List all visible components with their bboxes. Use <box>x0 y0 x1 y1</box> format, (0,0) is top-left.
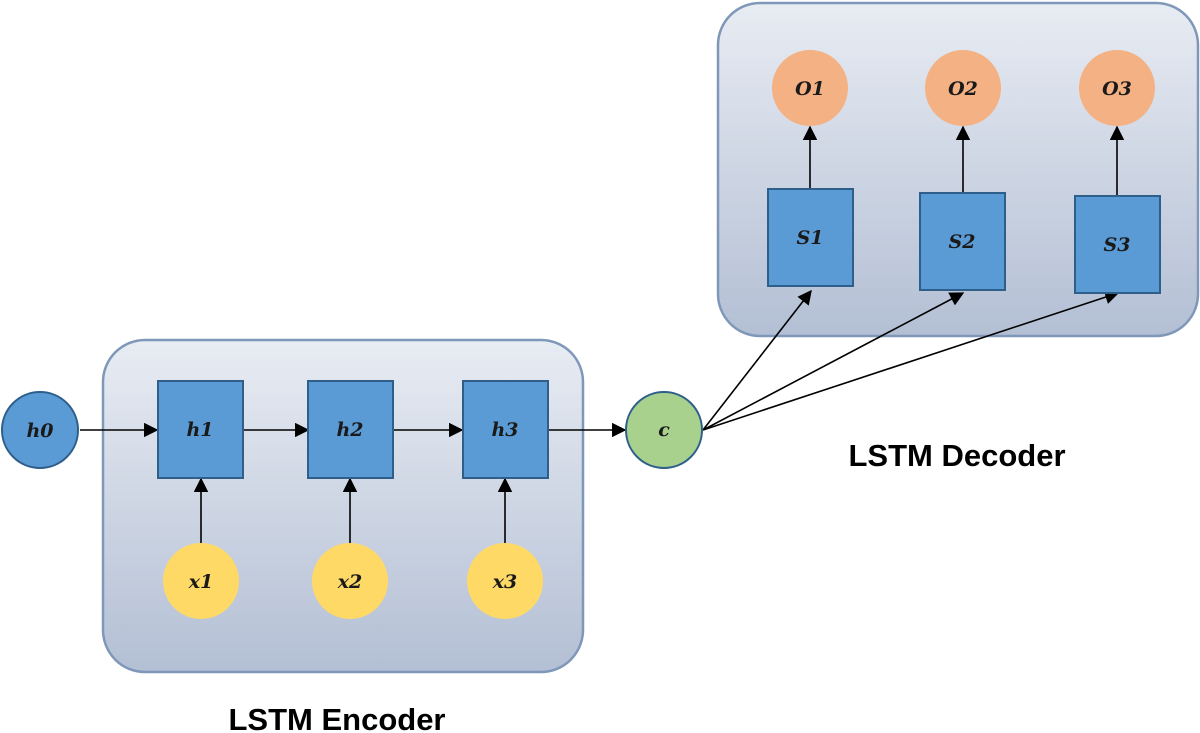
decoder-output-node-1 <box>772 50 848 126</box>
encoder-input-label-3: x3 <box>492 571 518 593</box>
encoder-hidden-box-1 <box>157 380 244 479</box>
encoder-title: LSTM Encoder <box>228 702 445 733</box>
initial-hidden-label: h0 <box>26 420 53 442</box>
decoder-state-label-3: S3 <box>1104 234 1131 256</box>
decoder-title: LSTM Decoder <box>848 438 1065 473</box>
edge-c-s2 <box>702 292 965 431</box>
decoder-state-label-2: S2 <box>949 231 976 253</box>
encoder-hidden-box-3 <box>462 380 549 479</box>
encoder-input-node-2 <box>312 543 388 619</box>
encoder-hidden-label-3: h3 <box>491 419 518 441</box>
initial-hidden-node <box>1 391 79 469</box>
encoder-input-label-1: x1 <box>188 571 214 593</box>
encoder-input-node-3 <box>467 543 543 619</box>
decoder-state-box-3 <box>1074 195 1161 294</box>
decoder-output-label-1: O1 <box>795 78 825 100</box>
context-label: c <box>658 419 670 441</box>
edge-c-s3 <box>702 290 1120 431</box>
encoder-hidden-label-2: h2 <box>336 419 363 441</box>
decoder-output-node-2 <box>925 50 1001 126</box>
context-node <box>625 391 703 469</box>
encoder-input-node-1 <box>163 543 239 619</box>
edge-c-s1 <box>702 289 812 431</box>
decoder-output-node-3 <box>1079 50 1155 126</box>
decoder-state-box-1 <box>767 188 854 287</box>
decoder-output-label-2: O2 <box>948 78 978 100</box>
decoder-state-box-2 <box>919 192 1006 291</box>
decoder-output-label-3: O3 <box>1102 78 1132 100</box>
encoder-input-label-2: x2 <box>337 571 363 593</box>
encoder-hidden-label-1: h1 <box>186 419 213 441</box>
encoder-hidden-box-2 <box>307 380 394 479</box>
decoder-state-label-1: S1 <box>797 227 824 249</box>
